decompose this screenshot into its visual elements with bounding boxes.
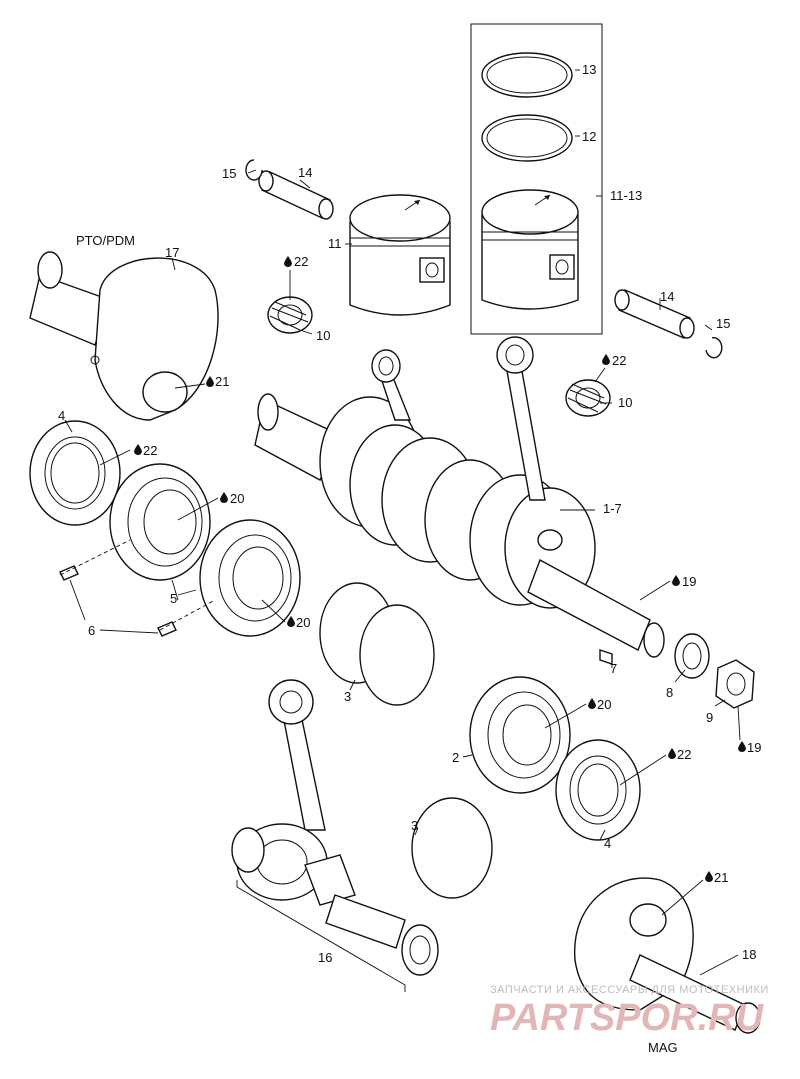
leader-lines — [64, 69, 741, 976]
callout-10-left: 10 — [316, 328, 330, 343]
callout-14-right: 14 — [660, 289, 674, 304]
callout-18: 18 — [742, 947, 756, 962]
callout-21-b: 21 — [714, 870, 728, 885]
callout-15-top: 15 — [222, 166, 236, 181]
callout-22-b: 22 — [612, 353, 626, 368]
circlip-15-right — [705, 337, 723, 359]
oil-seal-4-left — [29, 420, 121, 526]
lock-washer-8 — [674, 633, 710, 679]
callout-21-a: 21 — [215, 374, 229, 389]
callout-11: 11 — [328, 236, 342, 251]
circlip-15-top — [245, 159, 263, 181]
piston-ring-12 — [481, 114, 573, 162]
axis-line-a — [59, 539, 131, 576]
callout-4-left: 4 — [58, 408, 65, 423]
section-label-pto: PTO/PDM — [76, 233, 135, 248]
callout-10-right: 10 — [618, 395, 632, 410]
section-label-mag: MAG — [648, 1040, 678, 1055]
callout-11-13: 11-13 — [610, 188, 642, 203]
crankshaft-assembly — [254, 336, 665, 658]
callout-14-top: 14 — [298, 165, 312, 180]
callout-6: 6 — [88, 623, 95, 638]
grease-drop-icon — [602, 354, 610, 365]
dowel-pin-6-b — [157, 621, 177, 637]
connecting-rod-kit-16 — [231, 679, 439, 976]
ball-bearing-5-b — [199, 519, 301, 637]
grease-drop-icon — [284, 256, 292, 267]
callout-19-a: 19 — [682, 574, 696, 589]
callout-19-b: 19 — [747, 740, 761, 755]
callout-3-lower: 3 — [411, 818, 418, 833]
piston-pin-14-right — [614, 289, 695, 339]
callout-20-b: 20 — [296, 615, 310, 630]
grease-drop-icon — [287, 616, 295, 627]
oil-seal-4-right — [555, 739, 641, 841]
callout-9: 9 — [706, 710, 713, 725]
o-ring-3-b — [359, 604, 435, 706]
ball-bearing-5-a — [109, 463, 211, 581]
callout-22-d: 22 — [677, 747, 691, 762]
callout-12: 12 — [582, 129, 596, 144]
callout-22-a: 22 — [294, 254, 308, 269]
grease-drop-icon — [705, 871, 713, 882]
callout-2: 2 — [452, 750, 459, 765]
needle-bearing-10-right — [565, 379, 611, 417]
watermark-brand: PARTSPOR.RU — [490, 997, 765, 1039]
callout-16: 16 — [318, 950, 332, 965]
piston-ring-13 — [481, 52, 573, 98]
crank-half-18 — [574, 877, 761, 1034]
callout-20-a: 20 — [230, 491, 244, 506]
piston-kit-frame — [470, 23, 603, 335]
needle-bearing-10-left — [267, 296, 313, 334]
callout-1-7: 1-7 — [603, 501, 622, 516]
piston-11 — [349, 194, 451, 316]
callout-20-c: 20 — [597, 697, 611, 712]
grease-drop-icon — [672, 575, 680, 586]
callout-17: 17 — [165, 245, 179, 260]
callout-13: 13 — [582, 62, 596, 77]
piston-pin-14-top — [258, 170, 334, 220]
grease-drop-icon — [738, 741, 746, 752]
dowel-pin-6-a — [59, 565, 79, 581]
ball-bearing-2 — [469, 676, 571, 794]
crank-half-17 — [29, 251, 219, 421]
piston-kit-piston — [481, 189, 579, 310]
callout-3-upper: 3 — [344, 689, 351, 704]
grease-drop-icon — [588, 698, 596, 709]
nut-9 — [715, 659, 755, 709]
callout-8: 8 — [666, 685, 673, 700]
grease-drop-icon — [206, 376, 214, 387]
grease-drop-icon — [220, 492, 228, 503]
callout-15-right: 15 — [716, 316, 730, 331]
callout-22-c: 22 — [143, 443, 157, 458]
axis-line-b — [159, 599, 216, 631]
watermark-tagline: ЗАПЧАСТИ И АКСЕССУАРЫ ДЛЯ МОТОТЕХНИКИ — [490, 984, 769, 996]
o-ring-3-c — [411, 797, 493, 899]
grease-drop-icon — [134, 444, 142, 455]
callout-4-right: 4 — [604, 836, 611, 851]
callout-5: 5 — [170, 591, 177, 606]
kit-16-bracket — [236, 880, 406, 992]
callout-7: 7 — [610, 661, 617, 676]
grease-drop-icon — [668, 748, 676, 759]
